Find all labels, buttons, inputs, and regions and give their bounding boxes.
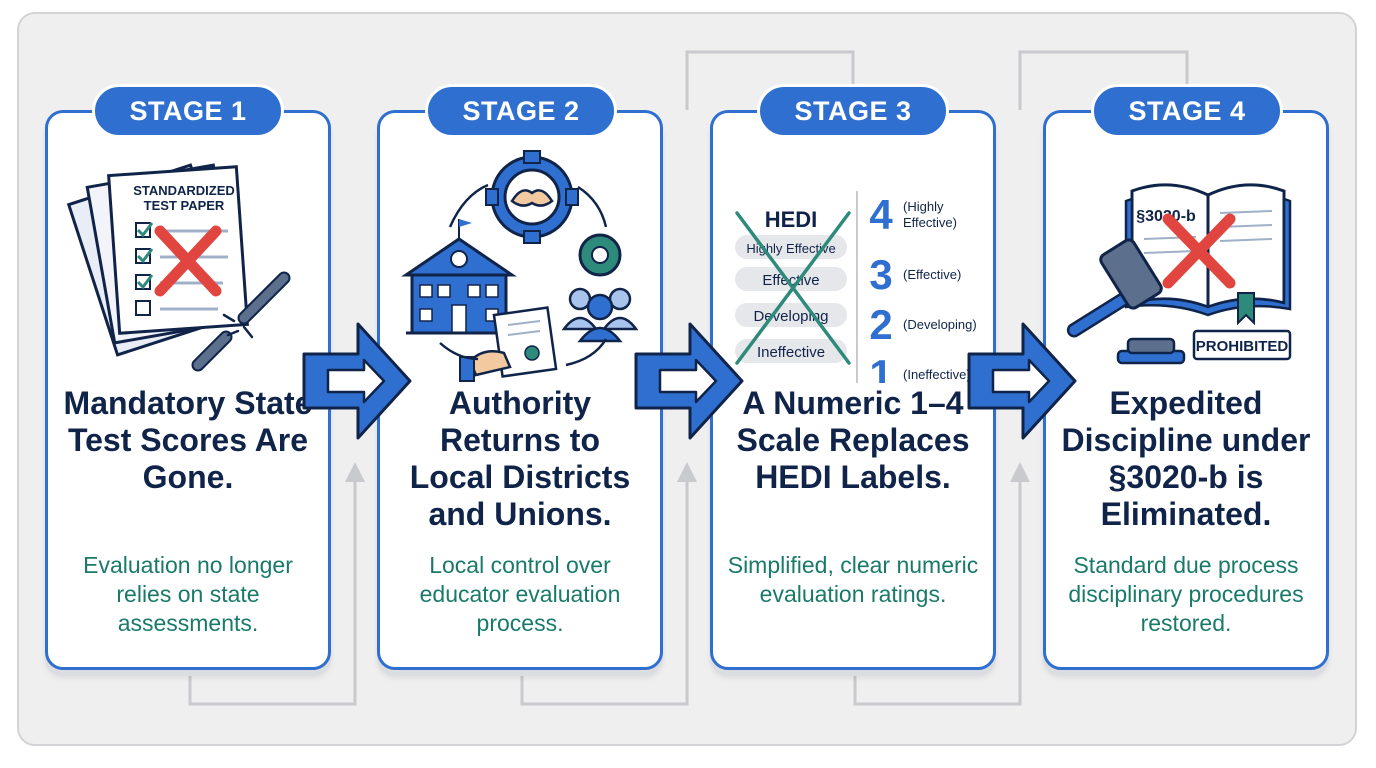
stage-3-illustration: HEDI Highly Effective Effective Developi… <box>735 191 977 383</box>
stage-1-card: STANDARDIZED TEST PAPER <box>45 110 331 670</box>
scale-number-2: 2 <box>869 301 892 348</box>
prohibited-text: PROHIBITED <box>1196 338 1289 355</box>
red-x-icon <box>1162 213 1236 289</box>
hedi-label-ineffective: Ineffective <box>757 344 825 361</box>
hedi-label-effective: Effective <box>762 272 819 289</box>
cycle-arrows-icon <box>439 183 608 367</box>
stage-4-card: §3020-b PROHIBITED Expedited Discipline … <box>1043 110 1329 670</box>
hedi-heading: HEDI <box>765 207 818 232</box>
gear-handshake-icon <box>485 150 579 244</box>
next-arrow-icon-3 <box>967 322 1077 440</box>
gavel-icon <box>1066 238 1186 365</box>
certificate-hand-icon <box>459 306 558 382</box>
hedi-label-highly-effective: Highly Effective <box>746 241 835 256</box>
stage-4-badge: STAGE 4 <box>1091 84 1283 138</box>
school-building-icon <box>401 219 517 335</box>
stage-2-title: Authority Returns to Local Districts and… <box>409 385 631 532</box>
teal-x-icon <box>735 211 851 365</box>
stage-3-badge: STAGE 3 <box>757 84 949 138</box>
stage-1-badge: STAGE 1 <box>92 84 284 138</box>
scale-label-4b: Effective) <box>903 215 957 230</box>
scale-label-4a: (Highly <box>903 199 944 214</box>
scale-label-1: (Ineffective) <box>903 367 971 382</box>
scale-label-2: (Developing) <box>903 317 977 332</box>
stage-2-illustration <box>401 150 639 382</box>
stage-4-description: Standard due process disciplinary proced… <box>1068 552 1304 636</box>
broken-chain-icon <box>191 271 291 372</box>
stage-3-description: Simplified, clear numeric evaluation rat… <box>727 552 979 607</box>
next-arrow-icon-1 <box>302 322 412 440</box>
hedi-labels-old: HEDI Highly Effective Effective Developi… <box>735 207 851 365</box>
paper-title-line1: STANDARDIZED <box>133 183 235 198</box>
paper-title-line2: TEST PAPER <box>144 198 225 213</box>
stage-2-card: Authority Returns to Local Districts and… <box>377 110 663 670</box>
stage-1-title: Mandatory State Test Scores Are Gone. <box>63 385 313 495</box>
red-x-icon <box>154 225 222 297</box>
scale-number-4: 4 <box>869 191 893 238</box>
stage-1-description: Evaluation no longer relies on state ass… <box>83 552 293 636</box>
stage-3-title: A Numeric 1–4 Scale Replaces HEDI Labels… <box>736 385 970 495</box>
test-paper-icon: STANDARDIZED TEST PAPER <box>66 163 249 357</box>
scale-number-3: 3 <box>869 251 892 298</box>
scale-number-1: 1 <box>869 351 892 383</box>
scale-label-3: (Effective) <box>903 267 961 282</box>
prohibited-stamp: PROHIBITED <box>1192 329 1292 361</box>
stage-2-description: Local control over educator evaluation p… <box>419 552 621 636</box>
stage-2-badge: STAGE 2 <box>425 84 617 138</box>
gear-icon <box>578 233 622 277</box>
stage-3-card: HEDI Highly Effective Effective Developi… <box>710 110 996 670</box>
stage-1-illustration: STANDARDIZED TEST PAPER <box>66 163 291 372</box>
stage-4-title: Expedited Discipline under §3020-b is El… <box>1061 385 1311 532</box>
numeric-scale-new: 4 (Highly Effective) 3 (Effective) 2 (De… <box>869 191 976 383</box>
people-group-icon <box>561 287 639 343</box>
next-arrow-icon-2 <box>634 322 744 440</box>
stage-4-illustration: §3020-b PROHIBITED <box>1066 183 1292 365</box>
